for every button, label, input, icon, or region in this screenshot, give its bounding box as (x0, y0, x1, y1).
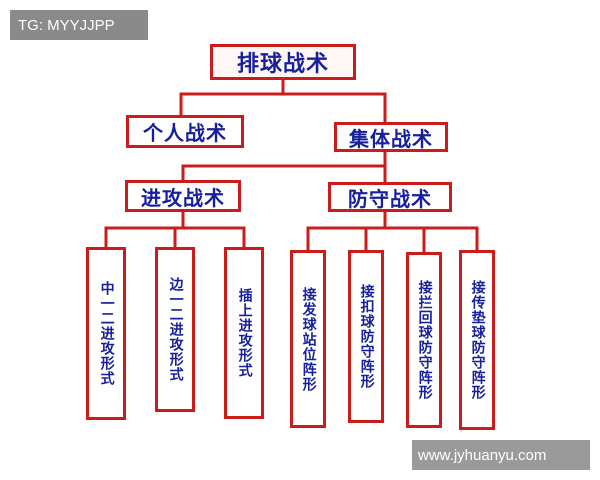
watermark-top-left-text: TG: MYYJJPP (18, 16, 115, 34)
collective-tactics-label: 集体战术 (349, 126, 433, 151)
defense-form-box: 接传垫球防守阵形 (459, 250, 495, 430)
offense-form-box: 插上进攻形式 (224, 247, 264, 419)
offense-form-label: 边一二进攻形式 (167, 277, 184, 382)
defense-form-label: 接扣球防守阵形 (358, 284, 375, 389)
collective-tactics-box: 集体战术 (334, 122, 448, 152)
defense-form-box: 接拦回球防守阵形 (406, 252, 442, 428)
defense-form-box: 接扣球防守阵形 (348, 250, 384, 423)
defense-form-label: 接发球站位阵形 (300, 286, 317, 392)
root-box: 排球战术 (210, 44, 356, 80)
offense-form-box: 边一二进攻形式 (155, 247, 195, 412)
watermark-bottom-right: www.jyhuanyu.com (412, 440, 590, 470)
offense-form-box: 中一二进攻形式 (86, 247, 126, 420)
root-label: 排球战术 (236, 52, 329, 77)
defense-form-label: 接拦回球防守阵形 (416, 280, 433, 400)
individual-tactics-label: 个人战术 (143, 121, 227, 145)
defense-form-box: 接发球站位阵形 (290, 250, 326, 428)
offense-tactics-box: 进攻战术 (125, 180, 241, 212)
offense-form-label: 插上进攻形式 (236, 288, 253, 378)
watermark-top-left: TG: MYYJJPP (10, 10, 148, 40)
defense-form-label: 接传垫球防守阵形 (469, 280, 486, 400)
offense-form-label: 中一二进攻形式 (98, 281, 115, 386)
defense-tactics-label: 防守战术 (348, 186, 432, 211)
defense-tactics-box: 防守战术 (328, 182, 452, 212)
watermark-bottom-right-text: www.jyhuanyu.com (418, 446, 547, 464)
individual-tactics-box: 个人战术 (126, 115, 244, 148)
offense-tactics-label: 进攻战术 (141, 185, 225, 210)
